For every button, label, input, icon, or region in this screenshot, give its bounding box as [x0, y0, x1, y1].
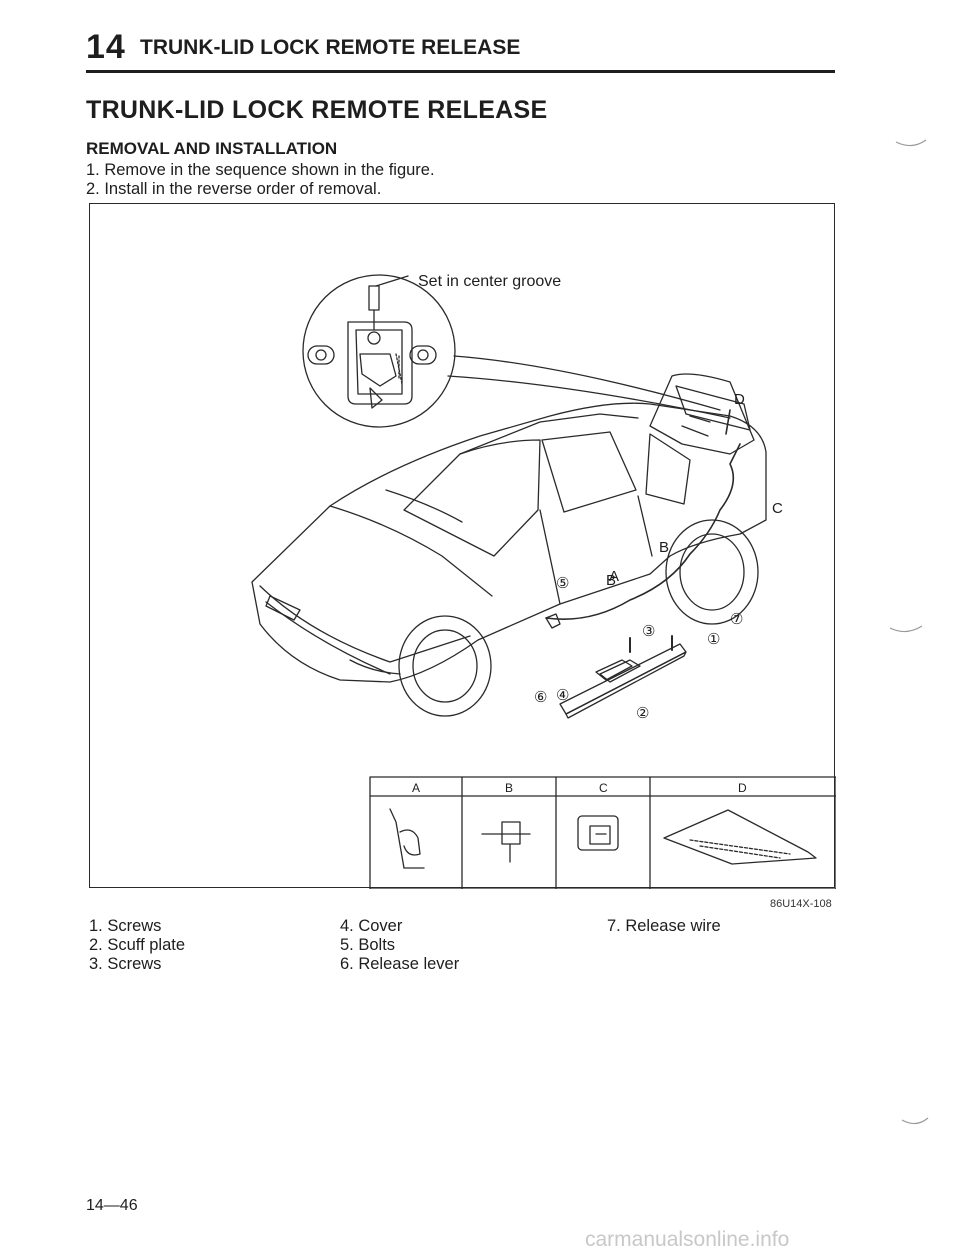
point-label-b-lower: B — [606, 572, 616, 589]
car-body-outline — [251, 373, 767, 717]
table-header-c: C — [599, 781, 608, 795]
instruction-step-2: 2. Install in the reverse order of remov… — [86, 180, 382, 198]
legend-item-4: 4. Cover — [340, 917, 403, 935]
marker-1: ① — [707, 631, 720, 648]
legend-item-6: 6. Release lever — [340, 955, 460, 973]
point-label-b-upper: B — [659, 539, 669, 556]
header-rule — [86, 70, 835, 73]
table-header-b: B — [505, 781, 513, 795]
chapter-number: 14 — [86, 28, 126, 66]
point-label-c: C — [772, 500, 783, 517]
marker-2: ② — [636, 705, 649, 722]
figure-code: 86U14X-108 — [770, 898, 832, 910]
point-label-d: D — [734, 391, 745, 408]
watermark: carmanualsonline.info — [585, 1228, 790, 1251]
lock-detail-drawing — [307, 285, 437, 409]
legend-item-7: 7. Release wire — [607, 917, 721, 935]
legend-item-2: 2. Scuff plate — [89, 936, 186, 954]
detail-table — [369, 776, 836, 889]
detail-magnifier-circle — [302, 274, 456, 428]
table-header-d: D — [738, 781, 747, 795]
marker-3: ③ — [642, 623, 655, 640]
table-header-a: A — [412, 781, 420, 795]
legend-item-1: 1. Screws — [89, 917, 162, 935]
release-wire-path — [545, 443, 741, 620]
legend-item-3: 3. Screws — [89, 955, 162, 973]
car-illustration: Set in center groove A B B C D ① ② ③ ④ ⑤… — [251, 273, 836, 889]
marker-5: ⑤ — [556, 575, 569, 592]
marker-4: ④ — [556, 687, 569, 704]
section-title: TRUNK-LID LOCK REMOTE RELEASE — [86, 96, 548, 124]
marker-7: ⑦ — [730, 611, 743, 628]
point-label-a: A — [609, 568, 619, 585]
marker-6: ⑥ — [534, 689, 547, 706]
callout-label: Set in center groove — [418, 273, 561, 290]
release-lever-drawing — [545, 613, 561, 629]
section-subtitle: REMOVAL AND INSTALLATION — [86, 139, 338, 158]
trunk-lid-release-figure: Set in center groove A B B C D ① ② ③ ④ ⑤… — [89, 203, 836, 889]
legend-item-5: 5. Bolts — [340, 936, 396, 954]
instruction-step-1: 1. Remove in the sequence shown in the f… — [86, 161, 435, 179]
page-number: 14—46 — [86, 1197, 138, 1214]
chapter-title: TRUNK-LID LOCK REMOTE RELEASE — [140, 36, 521, 59]
